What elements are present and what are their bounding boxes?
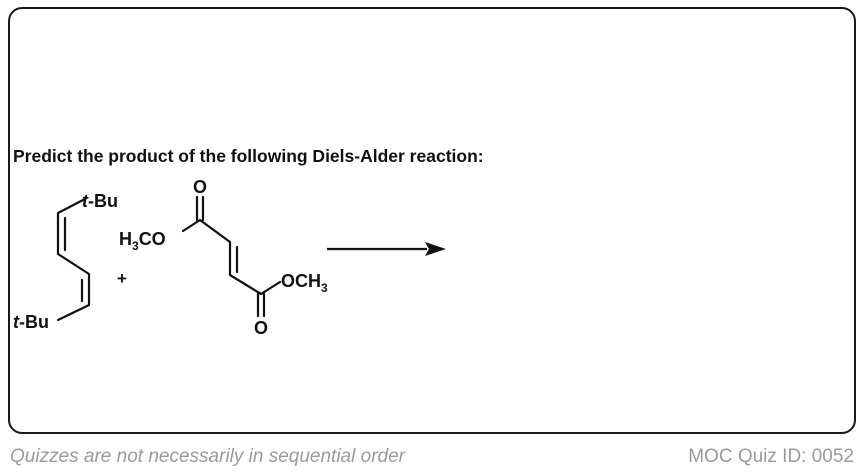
dienophile-backbone	[181, 218, 282, 296]
methoxy-right-label: OCH3	[281, 271, 328, 295]
carbonyl-bottom-oxygen-label: O	[254, 318, 268, 338]
diene-structure	[56, 198, 91, 322]
plus-sign: +	[117, 269, 127, 288]
diene-bottom-substituent-label: t-Bu	[13, 312, 49, 332]
diene-chain	[56, 211, 91, 322]
question-text: Predict the product of the following Die…	[13, 146, 484, 166]
methoxy-left-label: H3CO	[119, 229, 166, 253]
quiz-id: MOC Quiz ID: 0052	[688, 446, 854, 467]
reaction-arrow	[327, 242, 446, 256]
diene-top-substituent-label: t-Bu	[82, 191, 118, 211]
dienophile-structure	[181, 195, 282, 318]
carbonyl-top-oxygen-label: O	[193, 177, 207, 197]
quiz-card	[8, 7, 856, 434]
footer-note: Quizzes are not necessarily in sequentia…	[10, 446, 405, 467]
diene-bond-top	[56, 198, 85, 215]
